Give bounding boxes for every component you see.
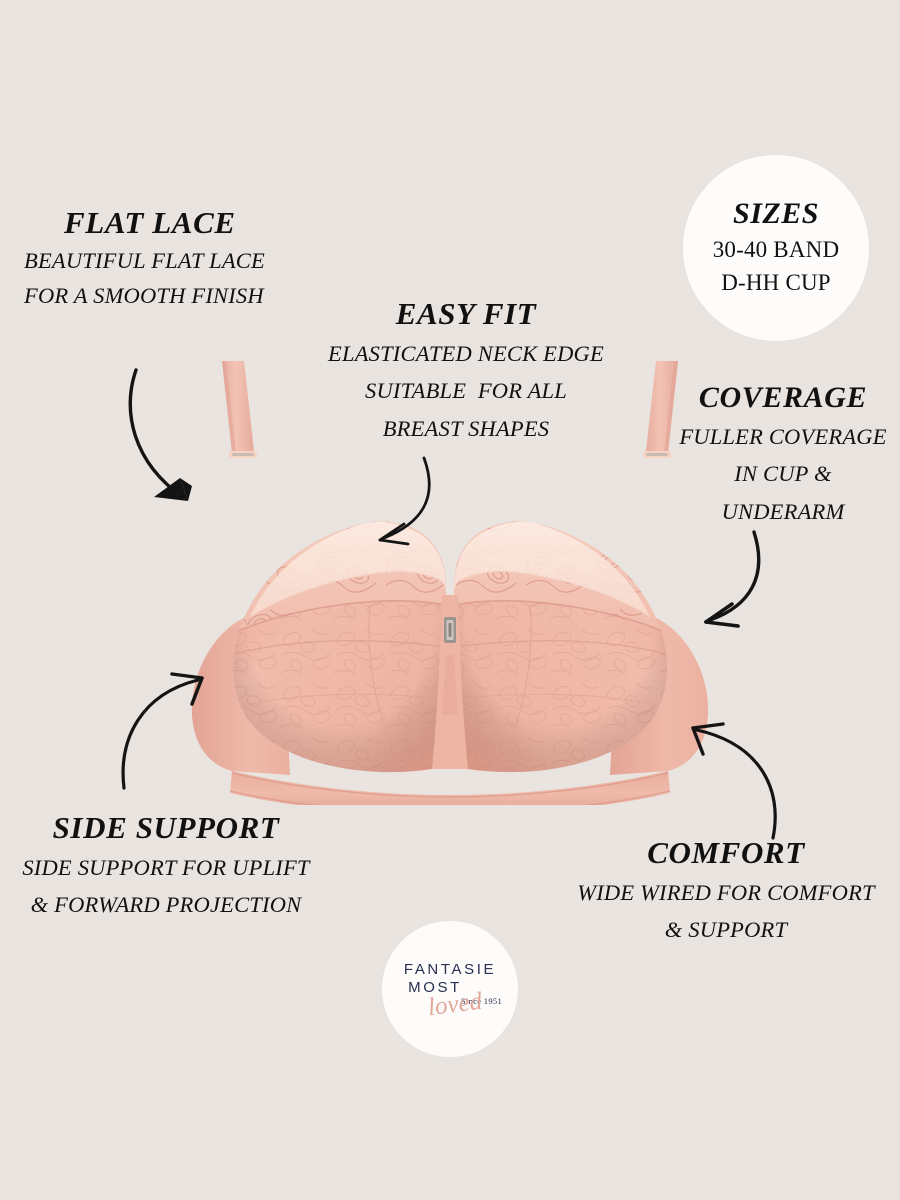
callout-side-support: SIDE SUPPORT SIDE SUPPORT FOR UPLIFT & F… — [6, 810, 326, 920]
sizes-badge: SIZES 30-40 BAND D-HH CUP — [683, 155, 869, 341]
callout-line-side-support-1: SIDE SUPPORT FOR UPLIFT — [22, 854, 310, 880]
bra-strap-right — [643, 361, 678, 458]
callout-title-comfort: COMFORT — [647, 835, 805, 870]
brand-word-most: MOST — [408, 978, 462, 996]
callout-line-side-support-2: & FORWARD PROJECTION — [30, 892, 302, 918]
sizes-badge-title: SIZES — [733, 196, 819, 230]
arrow-flat-lace — [118, 358, 258, 528]
callout-title-coverage: COVERAGE — [698, 381, 868, 414]
callout-line-comfort-2: & SUPPORT — [664, 917, 788, 943]
sizes-badge-cup: D-HH CUP — [721, 270, 831, 295]
brand-name: FANTASIE — [403, 961, 497, 979]
brand-logo-badge: FANTASIE MOST Since 1951 loved — [382, 921, 518, 1057]
callout-title-side-support: SIDE SUPPORT — [52, 810, 280, 845]
callout-line-coverage-2: IN CUP & — [734, 461, 832, 487]
callout-flat-lace: FLAT LACE BEAUTIFUL FLAT LACE FOR A SMOO… — [24, 205, 265, 311]
callout-line-comfort-1: WIDE WIRED FOR COMFORT — [577, 879, 875, 905]
arrow-comfort — [655, 700, 795, 845]
brand-since-text: Since 1951 — [460, 995, 502, 1006]
center-gore — [432, 595, 468, 769]
bra-strap-left — [222, 361, 257, 458]
callout-line-easy-fit-3: BREAST SHAPES — [382, 416, 550, 442]
callout-line-coverage-1: FULLER COVERAGE — [679, 423, 887, 449]
callout-line-flat-lace-1: BEAUTIFUL FLAT LACE — [24, 247, 265, 273]
callout-line-easy-fit-2: SUITABLE FOR ALL — [365, 378, 567, 404]
product-image-bra — [170, 355, 730, 805]
arrow-easy-fit — [352, 452, 462, 562]
arrow-side-support — [102, 638, 242, 798]
callout-title-flat-lace: FLAT LACE — [64, 205, 236, 240]
sizes-badge-band: 30-40 BAND — [712, 236, 840, 262]
callout-easy-fit: EASY FIT ELASTICATED NECK EDGE SUITABLE … — [310, 296, 622, 444]
bra-underband — [229, 771, 671, 805]
callout-line-easy-fit-1: ELASTICATED NECK EDGE — [328, 340, 604, 366]
callout-coverage: COVERAGE FULLER COVERAGE IN CUP & UNDERA… — [672, 382, 894, 527]
cup-seam-right — [453, 600, 663, 632]
callout-line-coverage-3: UNDERARM — [721, 499, 845, 525]
cup-seam-left — [237, 600, 447, 632]
callout-comfort: COMFORT WIDE WIRED FOR COMFORT & SUPPORT — [556, 835, 896, 945]
callout-title-easy-fit: EASY FIT — [395, 296, 537, 331]
arrow-coverage — [692, 528, 822, 638]
callout-line-flat-lace-2: FOR A SMOOTH FINISH — [24, 283, 264, 309]
